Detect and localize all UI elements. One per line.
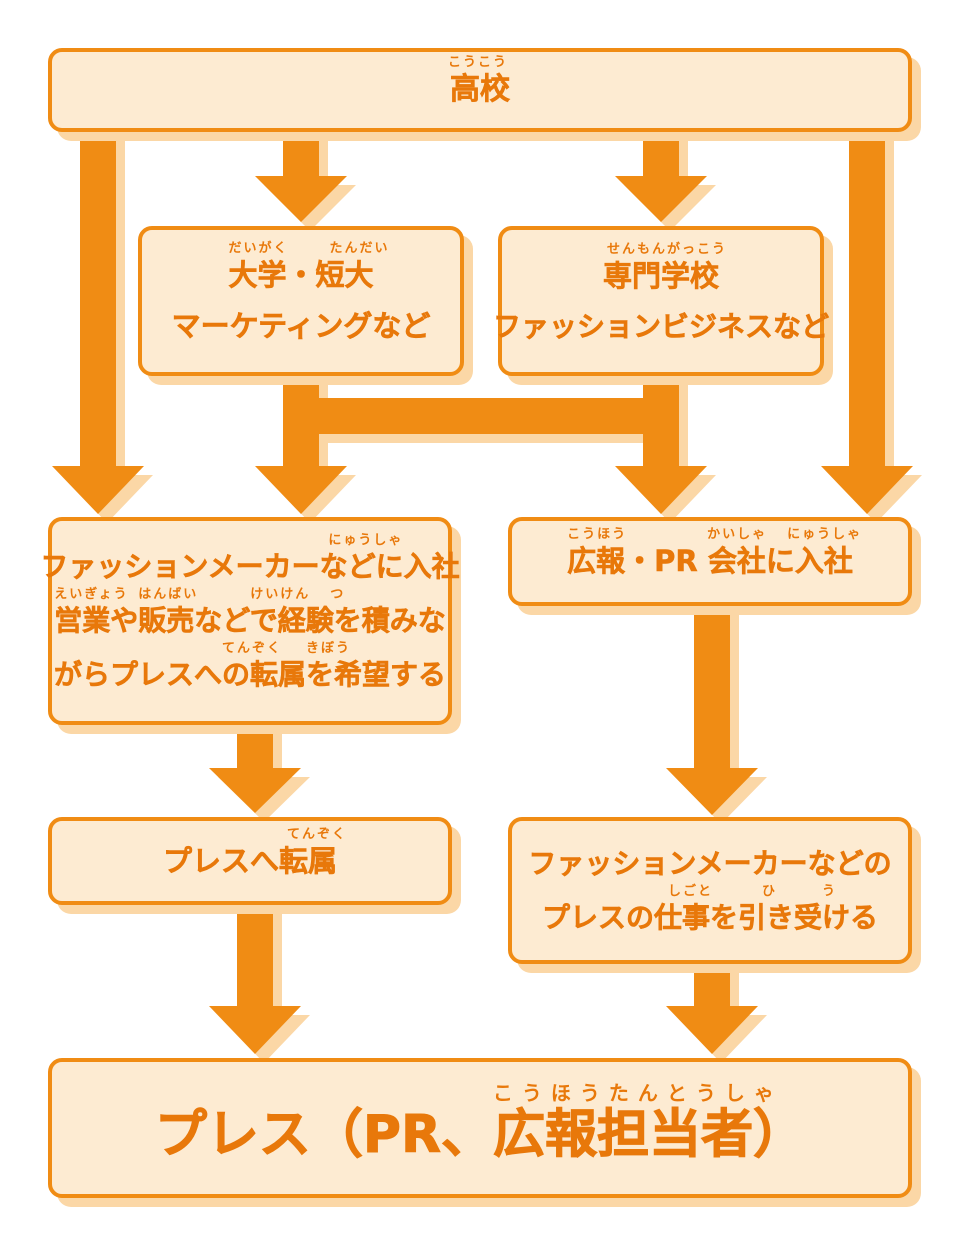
arrow-contract-to-goal <box>694 964 730 1008</box>
ruby-hi: ひ <box>761 883 777 899</box>
arrow-contract-to-goal-head <box>666 1006 758 1054</box>
arrow-university-down-head <box>255 466 347 514</box>
vocational-box: せんもんがっこう 専門学校 ファッションビジネスなど <box>493 226 829 376</box>
ruby-u: う <box>821 883 837 899</box>
arrow-to-vocational-head <box>615 176 707 222</box>
goal-ruby: こうほうたんとうしゃ <box>492 1081 783 1105</box>
pr-contract-line2: しごと ひ う プレスの仕事を引き受ける <box>541 883 879 934</box>
arrow-transfer-to-goal <box>237 905 273 1008</box>
high-school-ruby: こうこう <box>448 55 509 70</box>
arrow-vocational-down <box>643 375 679 468</box>
high-school-label: こうこう 高校 <box>448 55 510 107</box>
goal-label: こうほうたんとうしゃ プレス（PR、広報担当者） <box>154 1081 806 1165</box>
ruby-kouhou: こうほう <box>567 527 628 542</box>
pr-contract-line1: ファッションメーカーなどの <box>528 846 892 880</box>
fashion-maker-line3: てんぞく きぼう がらプレスへの転属を希望する <box>53 641 447 691</box>
university-ruby-tandai: たんだい <box>329 241 390 256</box>
ruby-kibou: きぼう <box>305 641 351 656</box>
ruby-hanbai: はんばい <box>138 587 199 602</box>
ruby-tenzoku-2: てんぞく <box>286 826 347 842</box>
arrow-to-university <box>283 132 319 178</box>
arrow-transfer-to-goal-head <box>209 1006 301 1054</box>
vocational-subtitle: ファッションビジネスなど <box>493 309 830 343</box>
fashion-maker-line2: えいぎょう はんばい けいけん つ 営業や販売などで経験を積みな <box>54 587 446 637</box>
pr-contract-box: ファッションメーカーなどの しごと ひ う プレスの仕事を引き受ける <box>508 817 912 964</box>
arrow-to-pr-contract-head <box>666 768 758 815</box>
connector-horizontal <box>298 398 663 434</box>
ruby-shigoto: しごと <box>667 883 713 899</box>
vocational-title: せんもんがっこう 専門学校 <box>602 241 727 293</box>
arrow-left-outer-head <box>52 466 144 514</box>
arrow-to-press-transfer-head <box>209 768 301 813</box>
ruby-eigyo: えいぎょう <box>54 587 129 602</box>
ruby-kaisha: かいしゃ <box>707 527 768 542</box>
arrow-to-press-transfer <box>237 725 273 770</box>
university-title: だいがく たんだい 大学・短大 <box>228 241 390 292</box>
university-ruby-daigaku: だいがく <box>228 241 289 256</box>
ruby-tenzoku: てんぞく <box>221 641 282 656</box>
ruby-keiken: けいけん <box>250 587 311 602</box>
arrow-to-vocational <box>643 132 679 178</box>
university-subtitle: マーケティングなど <box>171 309 431 343</box>
arrow-vocational-down-head <box>615 466 707 514</box>
arrow-right-outer-head <box>821 466 913 514</box>
university-box: だいがく たんだい 大学・短大 マーケティングなど <box>138 226 464 376</box>
goal-box: こうほうたんとうしゃ プレス（PR、広報担当者） <box>48 1058 912 1198</box>
pr-company-box: こうほう かいしゃ にゅうしゃ 広報・PR 会社に入社 <box>508 517 912 606</box>
press-transfer-label: てんぞく プレスへ転属 <box>162 826 347 878</box>
arrow-right-outer <box>849 132 885 468</box>
ruby-nyusha-pr: にゅうしゃ <box>787 527 863 542</box>
high-school-box: こうこう 高校 <box>48 48 912 132</box>
vocational-ruby: せんもんがっこう <box>606 241 727 257</box>
press-transfer-box: てんぞく プレスへ転属 <box>48 817 452 905</box>
arrow-to-university-head <box>255 176 347 222</box>
arrow-left-outer <box>80 132 116 468</box>
ruby-tsu: つ <box>330 587 346 602</box>
fashion-maker-line1: にゅうしゃ ファッションメーカーなどに入社 <box>40 533 460 583</box>
arrow-university-down <box>283 375 319 468</box>
pr-company-label: こうほう かいしゃ にゅうしゃ 広報・PR 会社に入社 <box>567 527 863 578</box>
arrow-to-pr-contract <box>694 606 730 770</box>
fashion-maker-box: にゅうしゃ ファッションメーカーなどに入社 えいぎょう はんばい けいけん つ … <box>40 517 460 725</box>
ruby-nyusha: にゅうしゃ <box>328 533 404 548</box>
